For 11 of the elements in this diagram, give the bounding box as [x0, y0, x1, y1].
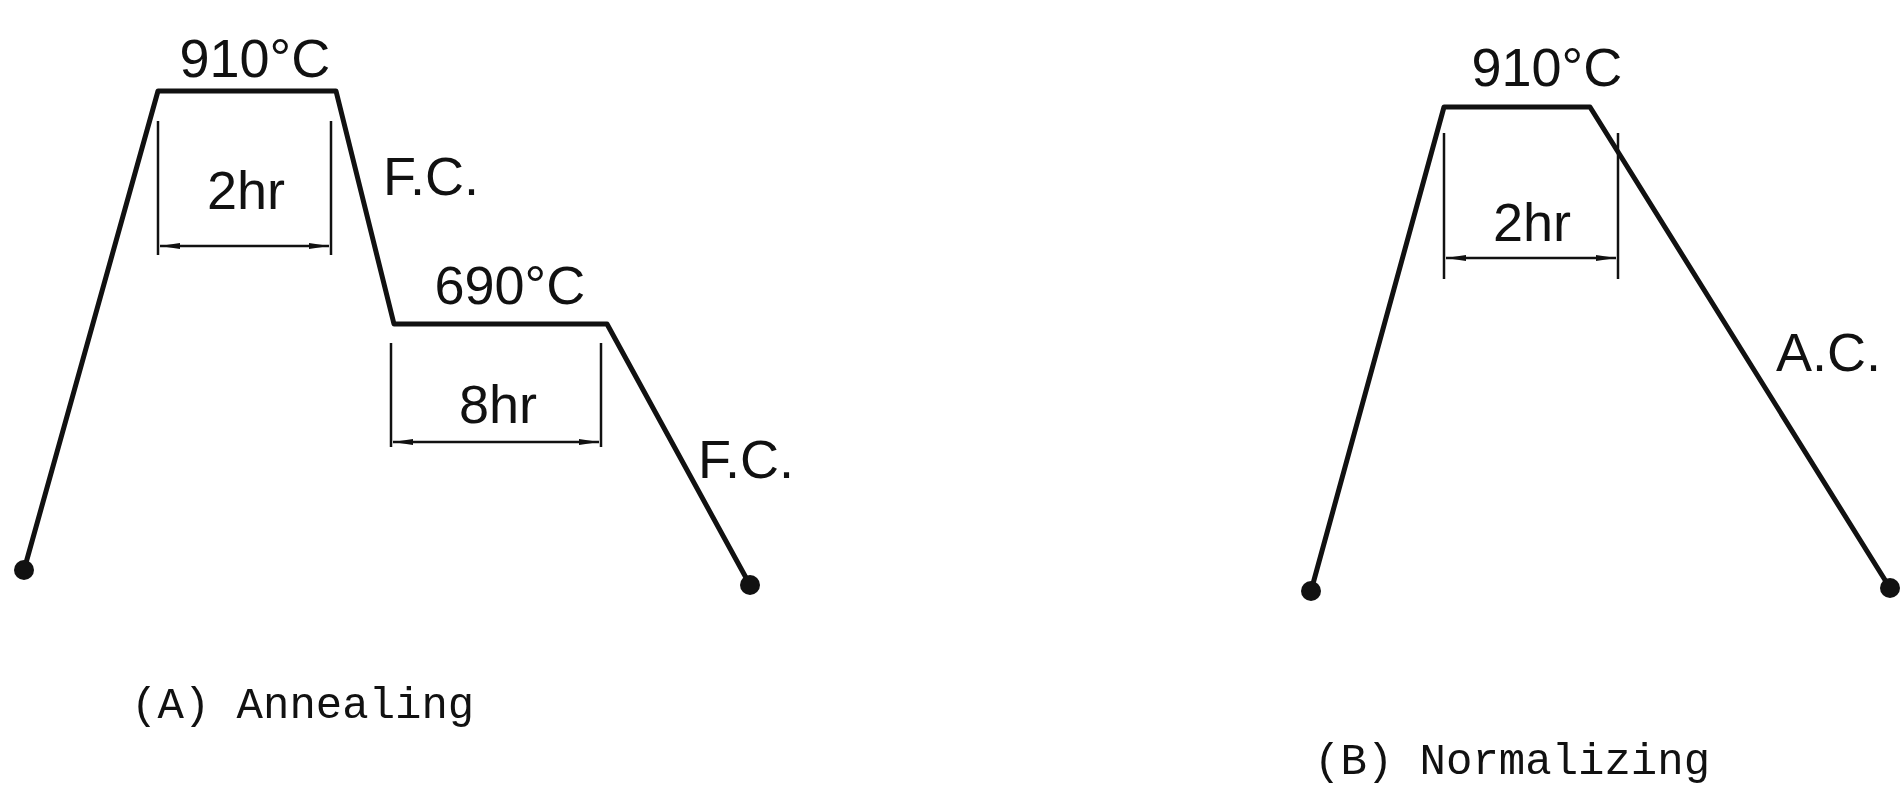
duration-label: 2hr: [207, 163, 286, 217]
caption: (B) Normalizing: [1314, 740, 1711, 784]
duration-label: 2hr: [1493, 195, 1572, 249]
cooling-label: F.C.: [698, 432, 794, 486]
temperature-label: 910°C: [179, 31, 331, 85]
caption: (A) Annealing: [131, 684, 475, 728]
cooling-label: F.C.: [383, 149, 479, 203]
duration-label: 8hr: [459, 377, 538, 431]
cooling-label: A.C.: [1776, 325, 1882, 379]
temperature-label: 910°C: [1471, 40, 1623, 94]
temperature-label: 690°C: [434, 258, 586, 312]
